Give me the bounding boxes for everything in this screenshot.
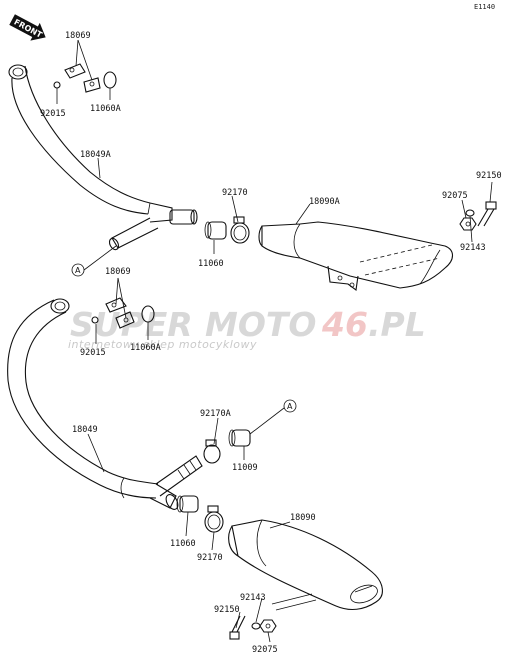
gasket-11060-lower (176, 495, 199, 513)
clamp-92170a (203, 439, 221, 464)
callout-11060a-lower: 11060A (130, 343, 161, 353)
washer-92143-upper (465, 209, 475, 217)
clamp-92170-upper (230, 216, 250, 244)
header-pipe-18049 (7, 298, 203, 510)
gasket-11060-upper (204, 221, 227, 240)
callout-92170-lower: 92170 (197, 553, 223, 563)
callout-92015-upper: 92015 (40, 109, 66, 119)
callout-11060a-upper: 11060A (90, 104, 121, 114)
callout-92075-lower: 92075 (252, 645, 278, 655)
callout-18090: 18090 (290, 513, 316, 523)
washer-92143-lower (251, 622, 261, 630)
svg-text:A: A (75, 266, 81, 275)
watermark: SUPER MOTO 46 .PL internetowy sklep moto… (68, 305, 426, 351)
watermark-brand-tld: .PL (368, 305, 426, 344)
header-pipe-18049a (8, 64, 198, 251)
diagram-code: E1140 (474, 3, 495, 11)
callout-18069-lower: 18069 (105, 267, 131, 277)
callout-92170-upper: 92170 (222, 188, 248, 198)
gasket-11060a-upper (103, 71, 117, 89)
callout-92015-lower: 92015 (80, 348, 106, 358)
callout-labels: 18069 92015 11060A 18049A 92170 18090A 9… (40, 31, 502, 655)
watermark-brand-number: 46 (321, 305, 368, 344)
callout-11009: 11009 (232, 463, 258, 473)
callout-92143-lower: 92143 (240, 593, 266, 603)
callout-11060-lower: 11060 (170, 539, 196, 549)
muffler-18090 (228, 519, 383, 611)
leader-lines (56, 39, 493, 643)
callout-92143-upper: 92143 (460, 243, 486, 253)
bolt-92150-lower (229, 615, 246, 640)
flange-18069-upper (64, 63, 101, 93)
callout-18090a: 18090A (309, 197, 340, 207)
nut-92075-lower (259, 619, 277, 633)
callout-18049: 18049 (72, 425, 98, 435)
clamp-92170-lower (204, 505, 224, 533)
reference-marker-a-upper: A (71, 263, 85, 277)
gasket-11009 (228, 429, 251, 447)
nut-92075-upper (459, 217, 477, 231)
nut-92015-lower (91, 316, 99, 324)
watermark-brand-left: SUPER (70, 305, 193, 344)
callout-92075-upper: 92075 (442, 191, 468, 201)
callout-92150-upper: 92150 (476, 171, 502, 181)
muffler-18090a (258, 221, 454, 291)
reference-marker-a-lower: A (283, 399, 297, 413)
front-direction-arrow: FRONT (9, 14, 46, 41)
watermark-tagline: internetowy sklep motocyklowy (68, 338, 257, 351)
callout-11060-upper: 11060 (198, 259, 224, 269)
bolt-92150-upper (477, 201, 497, 227)
callout-92150-lower: 92150 (214, 605, 240, 615)
nut-92015-upper (53, 81, 61, 89)
watermark-brand-mid: MOTO (205, 305, 316, 344)
svg-text:A: A (287, 402, 293, 411)
callout-18069-upper: 18069 (65, 31, 91, 41)
callout-18049a: 18049A (80, 150, 111, 160)
callout-92170a: 92170A (200, 409, 231, 419)
